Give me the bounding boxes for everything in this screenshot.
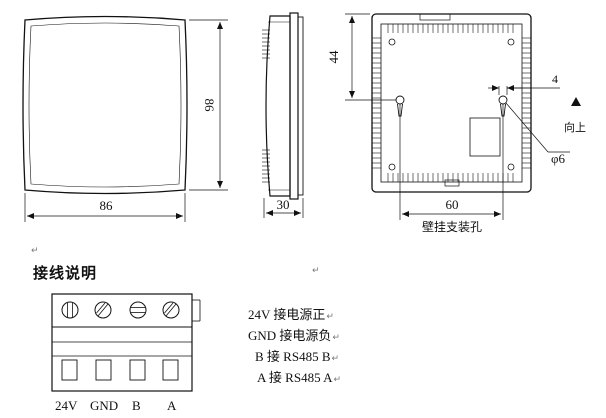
- back-top-dimension: 44: [326, 50, 341, 64]
- terminal-label-b: B: [132, 398, 141, 413]
- side-view: [262, 12, 304, 218]
- wiring-line-b: B 接 RS485 B↵: [255, 349, 340, 364]
- side-depth-dimension: 30: [277, 197, 290, 212]
- wiring-line-24v: 24V 接电源正↵: [248, 307, 334, 322]
- wiring-heading: 接线说明: [33, 264, 98, 282]
- paragraph-mark: ↵: [312, 266, 320, 276]
- terminal-label-a: A: [167, 398, 177, 413]
- front-view: [22, 15, 228, 222]
- hole-diameter-label: φ6: [551, 151, 566, 166]
- front-width-dimension: 86: [100, 198, 114, 213]
- terminal-block: [51, 293, 201, 392]
- screw-24v: [61, 301, 79, 319]
- back-view: [345, 13, 570, 220]
- front-height-dimension: 86: [202, 99, 217, 113]
- paragraph-mark: ↵: [31, 246, 39, 256]
- back-width-dimension: 60: [446, 197, 459, 212]
- screw-a: [162, 301, 180, 319]
- screw-gnd: [94, 301, 112, 319]
- hole-spacing-dimension: 4: [552, 72, 558, 86]
- wiring-line-gnd: GND 接电源负↵: [248, 328, 340, 343]
- up-arrow-icon: [571, 97, 581, 106]
- mounting-hole-caption: 壁挂支装孔: [422, 219, 482, 234]
- up-direction-label: 向上: [564, 120, 586, 134]
- terminal-label-gnd: GND: [90, 398, 119, 413]
- wiring-line-a: A 接 RS485 A↵: [257, 370, 342, 385]
- screw-b: [129, 301, 147, 319]
- terminal-label-24v: 24V: [55, 398, 78, 413]
